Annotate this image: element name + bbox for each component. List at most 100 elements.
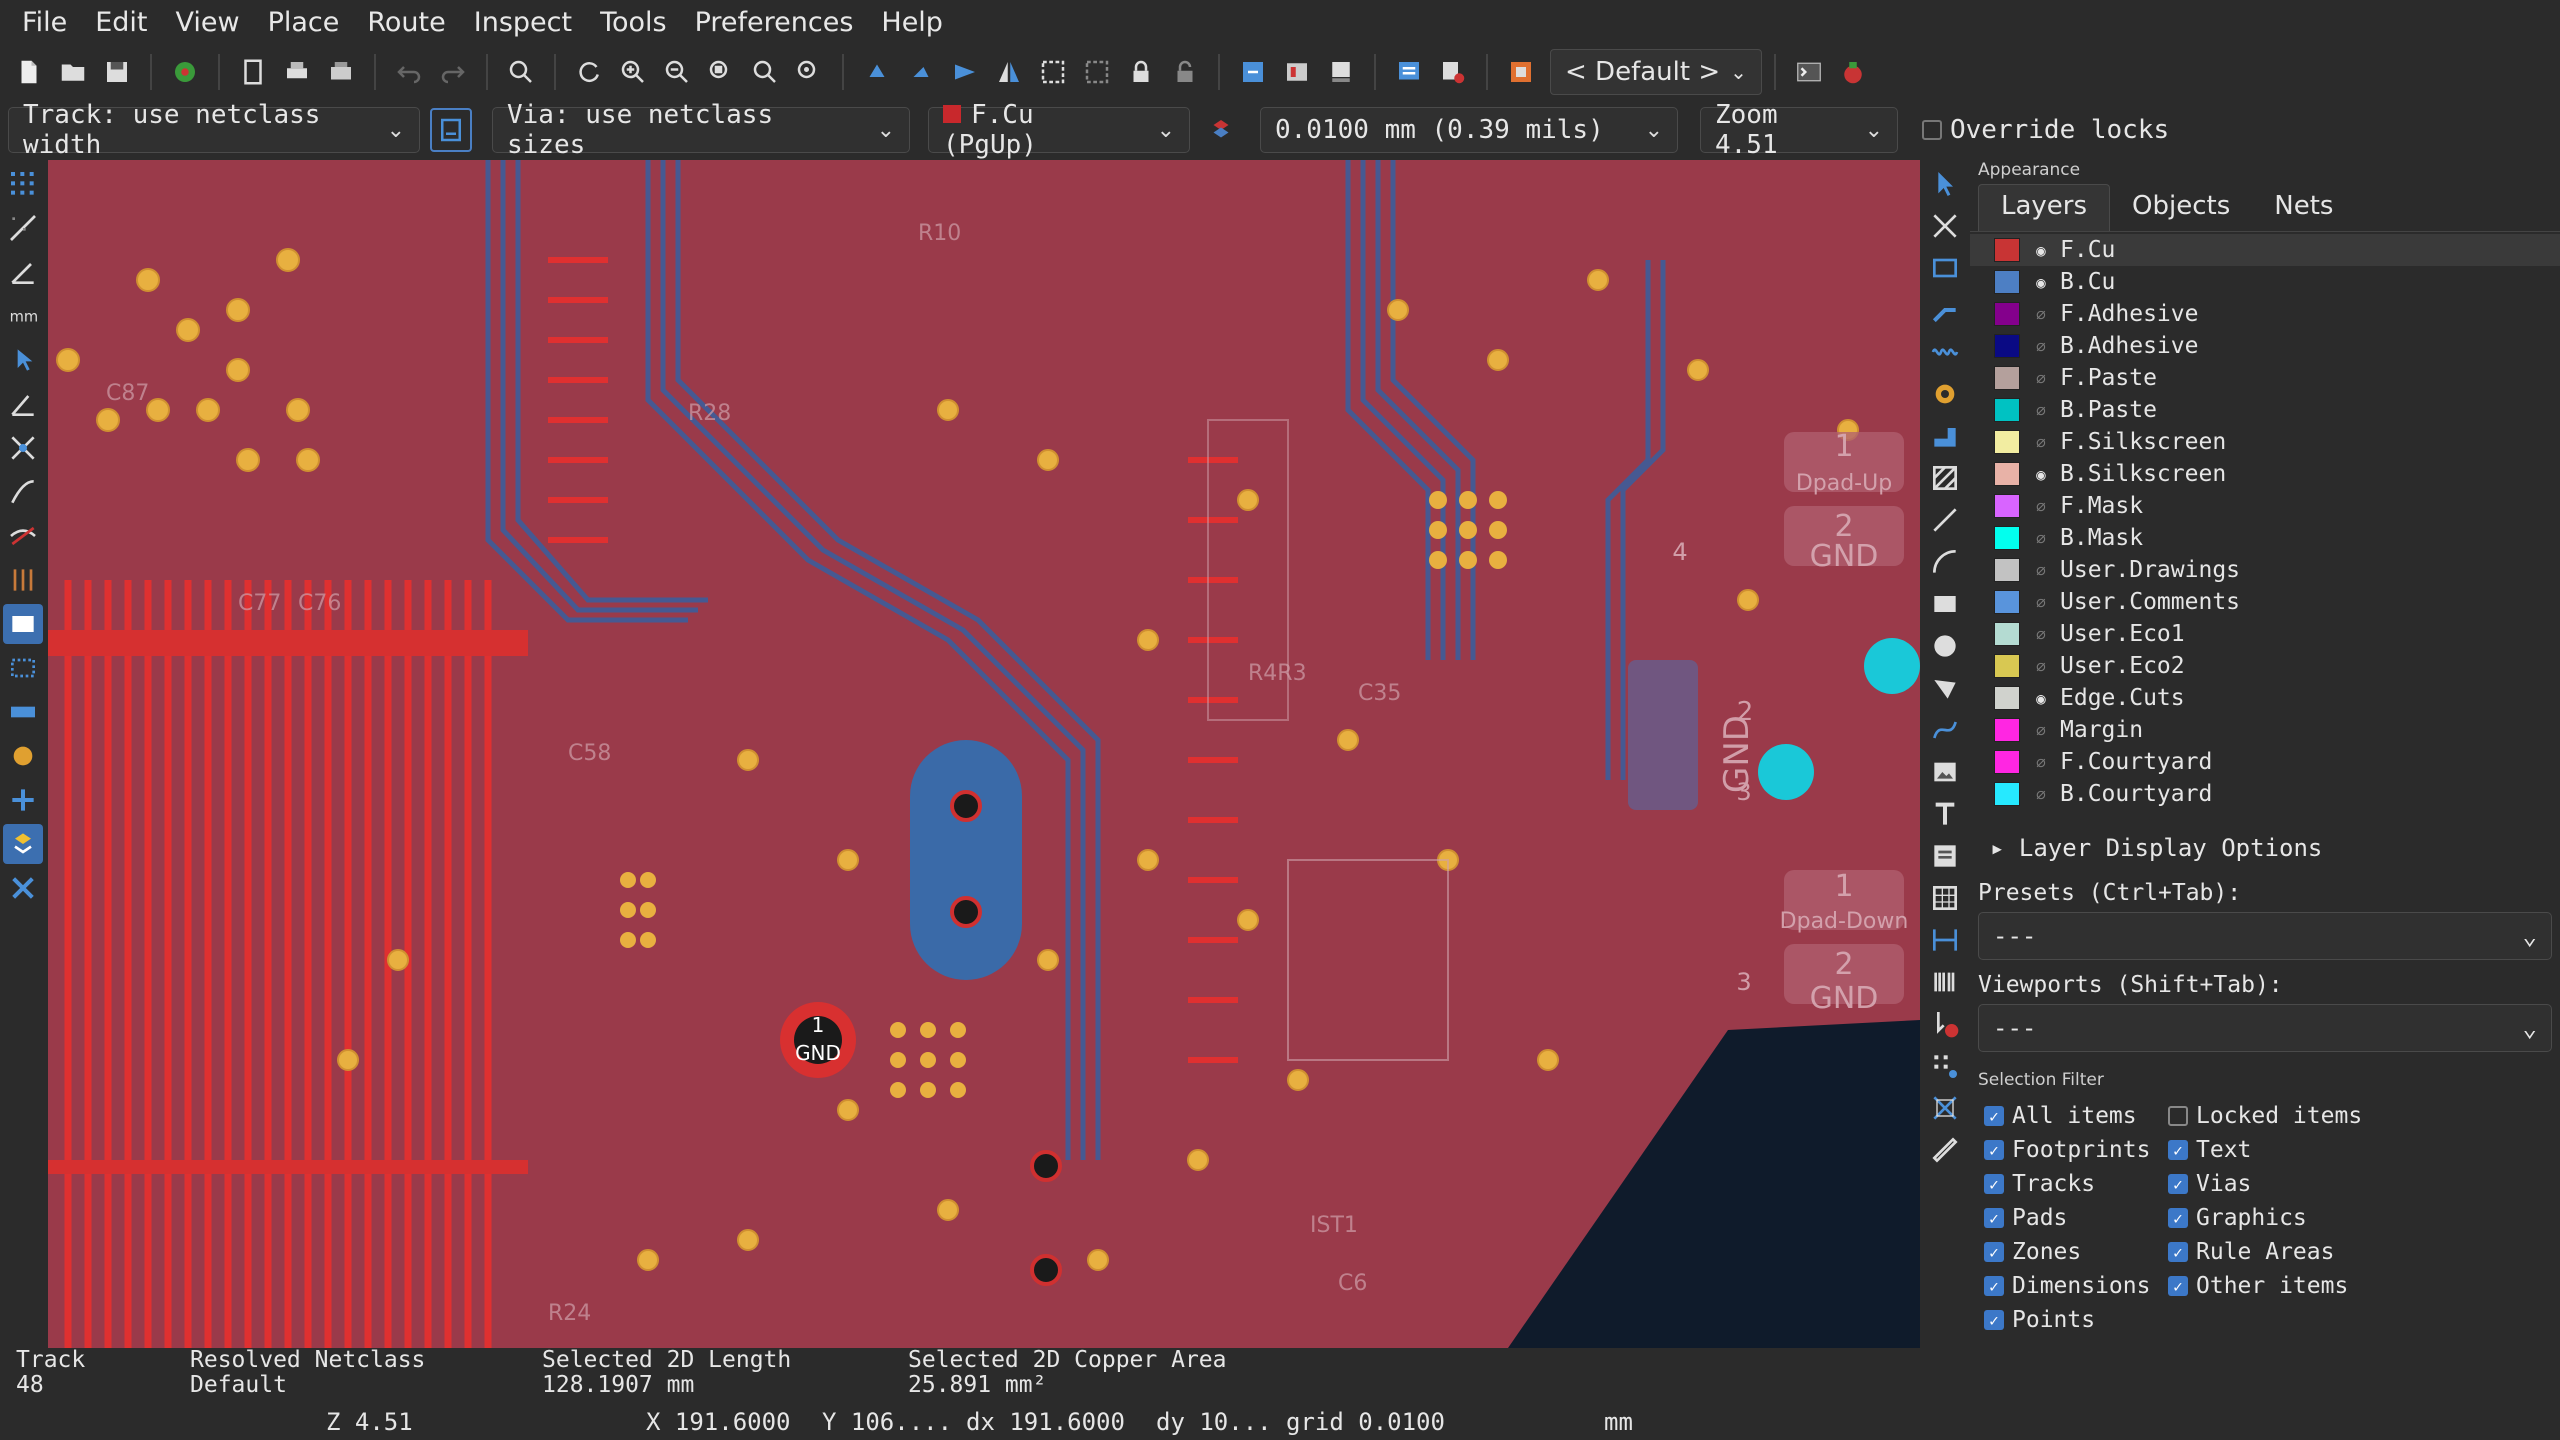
select-icon[interactable]	[1925, 164, 1965, 204]
via-outline-icon[interactable]	[3, 780, 43, 820]
cursor-icon[interactable]	[3, 340, 43, 380]
eye-hidden-icon[interactable]: ⌀	[2036, 336, 2046, 356]
selection-filter-item[interactable]: ✓Points	[1984, 1306, 2168, 1334]
save-icon[interactable]	[96, 50, 138, 94]
checkbox-checked[interactable]: ✓	[1984, 1106, 2004, 1126]
layer-color-swatch[interactable]	[1994, 334, 2020, 358]
menu-inspect[interactable]: Inspect	[473, 6, 573, 38]
zoom-in-icon[interactable]	[612, 50, 654, 94]
grid-toggle-icon[interactable]	[3, 164, 43, 204]
selection-filter-item[interactable]: ✓Dimensions	[1984, 1272, 2168, 1300]
table-icon[interactable]	[1925, 878, 1965, 918]
layer-color-swatch[interactable]	[1994, 750, 2020, 774]
textbox-icon[interactable]	[1925, 836, 1965, 876]
grid-origin-icon[interactable]	[1925, 1046, 1965, 1086]
menu-route[interactable]: Route	[367, 6, 446, 38]
netlist-icon[interactable]	[1388, 50, 1430, 94]
presets-select[interactable]: --- ⌄	[1978, 912, 2552, 960]
hide-tracks-icon[interactable]	[3, 516, 43, 556]
selection-filter-item[interactable]: ✓Tracks	[1984, 1170, 2168, 1198]
curved-ratsnest-icon[interactable]	[3, 472, 43, 512]
menu-tools[interactable]: Tools	[600, 6, 667, 38]
layer-row[interactable]: ⌀F.Silkscreen	[1970, 426, 2560, 458]
selection-filter-item[interactable]: ✓All items	[1984, 1102, 2168, 1130]
layer-color-swatch[interactable]	[1994, 654, 2020, 678]
layer-row[interactable]: ⌀F.Paste	[1970, 362, 2560, 394]
local-ratsnest-icon[interactable]	[1925, 206, 1965, 246]
refresh-icon[interactable]	[568, 50, 610, 94]
dimension-icon[interactable]	[1925, 920, 1965, 960]
eye-hidden-icon[interactable]: ⌀	[2036, 400, 2046, 420]
layer-preset-dropdown[interactable]: < Default > ⌄	[1550, 49, 1762, 95]
add-footprint-icon[interactable]	[1925, 248, 1965, 288]
menu-file[interactable]: File	[22, 6, 68, 38]
layer-color-swatch[interactable]	[1994, 430, 2020, 454]
layer-row[interactable]: ⌀User.Comments	[1970, 586, 2560, 618]
checkbox-checked[interactable]: ✓	[2168, 1174, 2188, 1194]
layer-row[interactable]: ⌀User.Eco1	[1970, 618, 2560, 650]
zoom-selection-icon[interactable]	[788, 50, 830, 94]
eye-hidden-icon[interactable]: ⌀	[2036, 720, 2046, 740]
checkbox-checked[interactable]: ✓	[1984, 1276, 2004, 1296]
undo-icon[interactable]	[388, 50, 430, 94]
eye-icon[interactable]: ◉	[2036, 464, 2046, 484]
eye-hidden-icon[interactable]: ⌀	[2036, 624, 2046, 644]
layer-color-swatch[interactable]	[1994, 398, 2020, 422]
zoom-fit-icon[interactable]	[700, 50, 742, 94]
checkbox-checked[interactable]: ✓	[1984, 1242, 2004, 1262]
layer-row[interactable]: ⌀User.Drawings	[1970, 554, 2560, 586]
circle-icon[interactable]	[1925, 626, 1965, 666]
eye-hidden-icon[interactable]: ⌀	[2036, 592, 2046, 612]
eye-icon[interactable]: ◉	[2036, 688, 2046, 708]
layer-color-swatch[interactable]	[1994, 782, 2020, 806]
text-icon[interactable]	[1925, 794, 1965, 834]
barcode-icon[interactable]	[1925, 962, 1965, 1002]
layer-row[interactable]: ⌀F.Mask	[1970, 490, 2560, 522]
net-color-icon[interactable]	[3, 692, 43, 732]
polygon-icon[interactable]	[1925, 668, 1965, 708]
zoom-select[interactable]: Zoom 4.51 ⌄	[1700, 100, 1898, 160]
add-zone-icon[interactable]	[1925, 416, 1965, 456]
redo-icon[interactable]	[432, 50, 474, 94]
pcb-canvas[interactable]: 1 GND 1 Dpad-Up 2 GND 1 Dpad-Down 2 GND …	[48, 160, 1920, 1348]
layer-color-swatch[interactable]	[1994, 558, 2020, 582]
flip-icon[interactable]	[944, 50, 986, 94]
checkbox-checked[interactable]: ✓	[2168, 1276, 2188, 1296]
checkbox-unchecked[interactable]	[2168, 1106, 2188, 1126]
eye-hidden-icon[interactable]: ⌀	[2036, 496, 2046, 516]
ungroup-icon[interactable]	[1076, 50, 1118, 94]
eye-icon[interactable]: ◉	[2036, 272, 2046, 292]
layer-color-swatch[interactable]	[1994, 590, 2020, 614]
layer-row[interactable]: ⌀B.Paste	[1970, 394, 2560, 426]
eye-hidden-icon[interactable]: ⌀	[2036, 304, 2046, 324]
eye-hidden-icon[interactable]: ⌀	[2036, 368, 2046, 388]
auto-track-width-icon[interactable]	[430, 108, 472, 152]
viewports-select[interactable]: --- ⌄	[1978, 1004, 2552, 1052]
unlock-icon[interactable]	[1164, 50, 1206, 94]
selection-filter-item[interactable]: ✓Text	[2168, 1136, 2368, 1164]
layer-color-swatch[interactable]	[1994, 686, 2020, 710]
zoom-objects-icon[interactable]	[744, 50, 786, 94]
layer-row[interactable]: ⌀B.Mask	[1970, 522, 2560, 554]
lock-icon[interactable]	[1120, 50, 1162, 94]
high-contrast-icon[interactable]	[3, 824, 43, 864]
eye-hidden-icon[interactable]: ⌀	[2036, 432, 2046, 452]
layer-row[interactable]: ⌀B.Adhesive	[1970, 330, 2560, 362]
selection-filter-item[interactable]: ✓Zones	[1984, 1238, 2168, 1266]
checkbox-checked[interactable]: ✓	[1984, 1310, 2004, 1330]
selection-filter-item[interactable]: ✓Other items	[2168, 1272, 2368, 1300]
measure-icon[interactable]	[1925, 1130, 1965, 1170]
tab-layers[interactable]: Layers	[1978, 184, 2111, 231]
layer-row[interactable]: ⌀F.Courtyard	[1970, 746, 2560, 778]
checkbox-checked[interactable]: ✓	[1984, 1208, 2004, 1228]
delete-tool-icon[interactable]	[1925, 1004, 1965, 1044]
checkbox-checked[interactable]: ✓	[2168, 1208, 2188, 1228]
new-board-icon[interactable]	[8, 50, 50, 94]
eye-hidden-icon[interactable]: ⌀	[2036, 560, 2046, 580]
eye-hidden-icon[interactable]: ⌀	[2036, 752, 2046, 772]
angle-icon[interactable]	[3, 384, 43, 424]
selection-filter-item[interactable]: Locked items	[2168, 1102, 2368, 1130]
selection-filter-item[interactable]: ✓Footprints	[1984, 1136, 2168, 1164]
grid-overrides-icon[interactable]	[3, 208, 43, 248]
override-locks-checkbox[interactable]: Override locks	[1922, 115, 2169, 145]
